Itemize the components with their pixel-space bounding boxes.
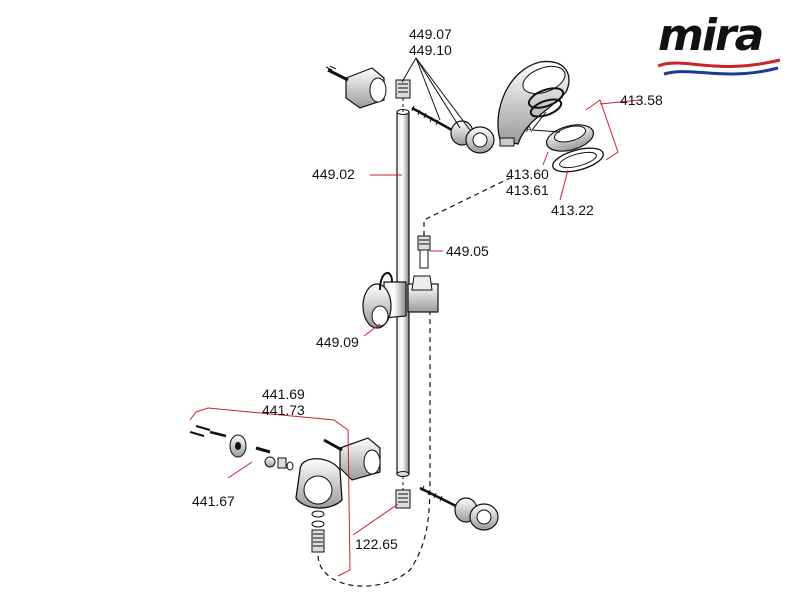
label-449-05: 449.05 bbox=[446, 243, 489, 259]
leader-lines-black bbox=[401, 57, 561, 133]
label-122-65: 122.65 bbox=[355, 536, 398, 552]
label-413-60-group: 413.60 413.61 bbox=[506, 166, 549, 198]
group-bracket-441-69-left bbox=[189, 411, 197, 421]
label-441-67: 441.67 bbox=[192, 493, 235, 509]
mira-logo: mira bbox=[654, 10, 784, 80]
label-413-61: 413.61 bbox=[506, 182, 549, 198]
top-wall-fixing bbox=[411, 105, 495, 154]
logo-wordmark: mira bbox=[658, 10, 764, 61]
hose-path-upper bbox=[423, 177, 511, 236]
label-413-58: 413.58 bbox=[620, 92, 663, 108]
hose-connector-449-05 bbox=[417, 235, 431, 269]
shower-handset bbox=[497, 60, 570, 147]
label-449-02: 449.02 bbox=[312, 166, 355, 182]
label-441-73: 441.73 bbox=[262, 402, 305, 418]
leader-lines bbox=[352, 99, 641, 536]
slider-assembly bbox=[362, 272, 439, 329]
point-label-a: A bbox=[526, 124, 533, 134]
group-bracket-441-69 bbox=[195, 407, 351, 577]
bottom-wall-bracket bbox=[323, 437, 411, 509]
label-441-69-group: 441.69 441.73 bbox=[262, 386, 305, 418]
bottom-wall-fixing bbox=[419, 485, 499, 531]
label-413-60: 413.60 bbox=[506, 166, 549, 182]
wall-outlet-assembly bbox=[189, 425, 343, 553]
leader-441-67 bbox=[227, 461, 253, 479]
logo-waves bbox=[657, 58, 781, 76]
label-449-07-group: 449.07 449.10 bbox=[409, 26, 452, 58]
label-441-69: 441.69 bbox=[262, 386, 305, 402]
label-449-09: 449.09 bbox=[316, 334, 359, 350]
group-bracket-413-58 bbox=[585, 99, 619, 161]
label-449-10: 449.10 bbox=[409, 42, 452, 58]
spray-ring bbox=[552, 147, 604, 173]
label-449-07: 449.07 bbox=[409, 26, 452, 42]
label-413-22: 413.22 bbox=[551, 202, 594, 218]
top-wall-bracket bbox=[325, 65, 411, 112]
hose-path bbox=[317, 312, 431, 587]
